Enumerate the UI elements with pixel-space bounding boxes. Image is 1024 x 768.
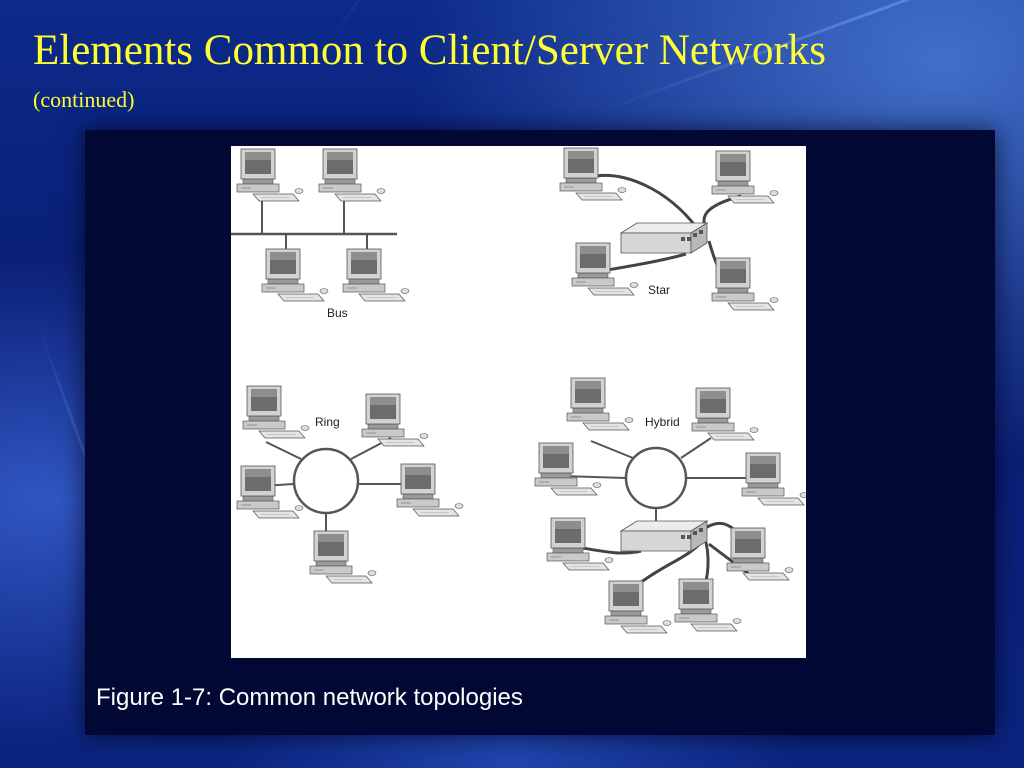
slide-title: Elements Common to Client/Server Network…: [33, 27, 827, 74]
label-hybrid: Hybrid: [645, 415, 680, 429]
figure-caption: Figure 1-7: Common network topologies: [96, 684, 523, 711]
bus-topology: Bus: [231, 148, 410, 320]
ring-topology: Ring: [236, 385, 464, 584]
slide-subtitle: (continued): [33, 87, 135, 112]
topology-diagram: Bus Star Ring: [231, 147, 806, 634]
network-topologies-figure: Bus Star Ring: [231, 146, 806, 658]
hybrid-topology: Hybrid: [534, 377, 806, 634]
label-bus: Bus: [327, 306, 348, 320]
label-ring: Ring: [315, 415, 340, 429]
label-star: Star: [648, 283, 670, 297]
star-topology: Star: [559, 147, 779, 311]
